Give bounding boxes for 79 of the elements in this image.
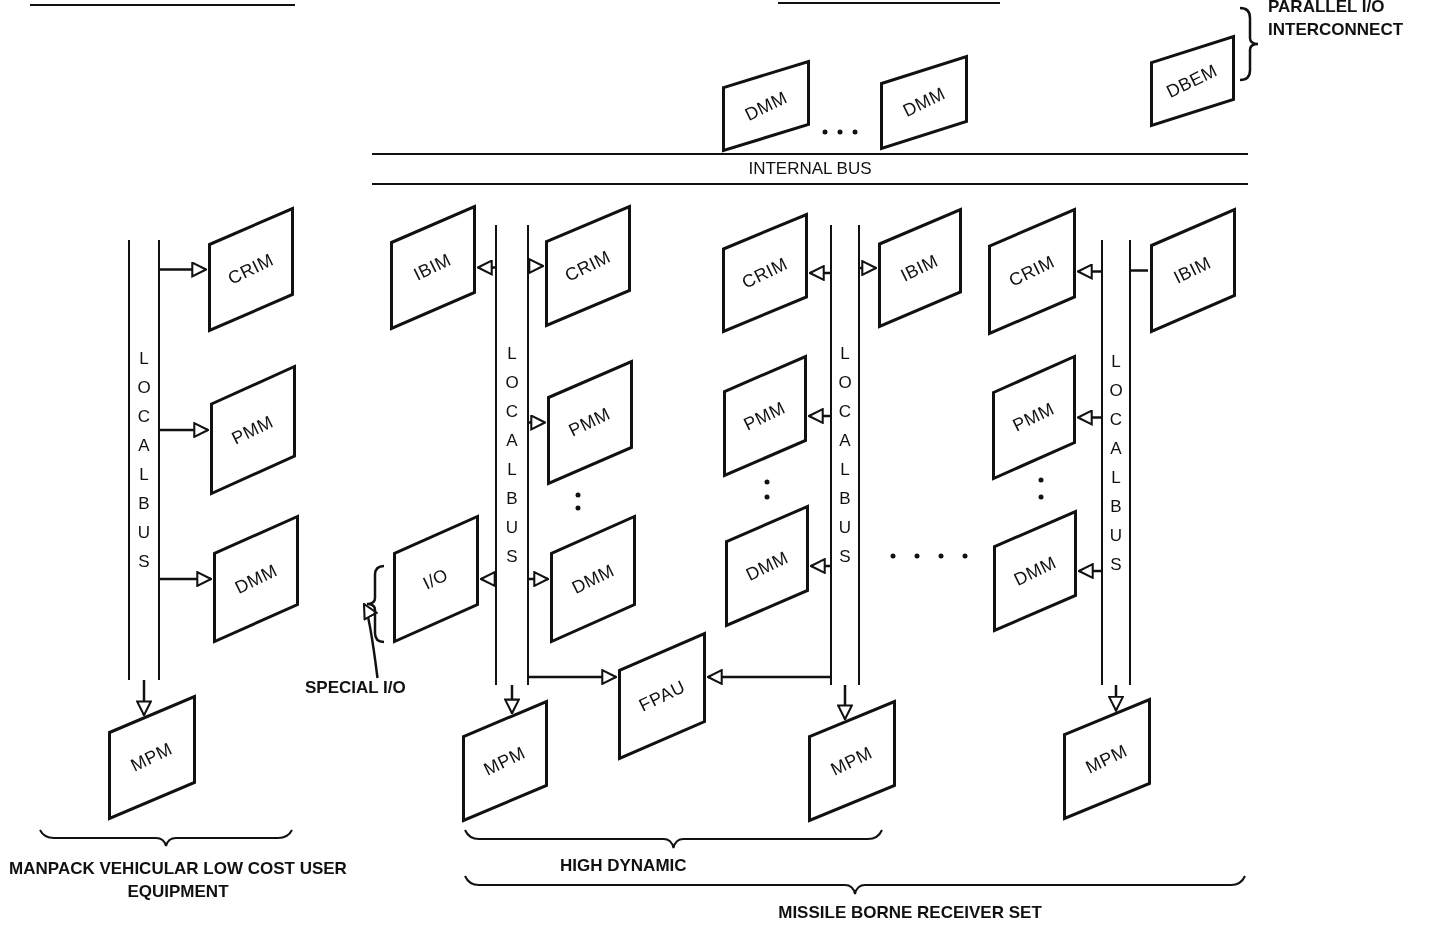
module-label: IBIM (1170, 252, 1216, 289)
module-box (1150, 35, 1235, 127)
module-box (1063, 698, 1151, 820)
module-label: CRIM (1005, 251, 1059, 292)
module-label: I/O (419, 563, 453, 595)
caption-text: HIGH DYNAMIC (560, 855, 688, 877)
bus-arrow (860, 260, 878, 276)
module-label: IBIM (897, 250, 943, 286)
bus-label: LOCAL BUS (837, 343, 853, 568)
module-label: DMM (741, 86, 791, 126)
bus-label: INTERNAL BUS (748, 159, 872, 179)
module-box (210, 365, 296, 495)
bus-arrow (528, 258, 545, 274)
brace (366, 565, 384, 643)
module-box (722, 213, 808, 333)
module-box (722, 60, 810, 152)
module-label: PMM (565, 403, 615, 442)
caption-text: MANPACK VEHICULAR LOW COST USER EQUIPMENT (8, 858, 348, 903)
bus-arrow (476, 259, 495, 276)
caption-text: PARALLEL I/O INTERCONNECT (1268, 0, 1405, 41)
module-box (618, 632, 706, 760)
bus-arrow (160, 261, 208, 278)
module-label: IBIM (410, 249, 456, 286)
bus-arrow (504, 685, 520, 715)
bus-arrow (529, 669, 618, 685)
module-label: CRIM (224, 249, 278, 290)
callout-label: SPECIAL I/O (305, 678, 406, 698)
bus-arrow (479, 571, 496, 587)
bus-label: LOCAL BUS (136, 348, 152, 573)
module-label: PMM (740, 397, 790, 435)
module-label: DMM (231, 559, 281, 599)
module-label: CRIM (738, 253, 792, 293)
module-label: MPM (480, 742, 530, 780)
bus-arrow (1076, 263, 1101, 280)
module-box (808, 700, 896, 822)
module-label: DMM (899, 83, 949, 122)
bus-arrow (807, 408, 830, 424)
module-box (208, 207, 294, 332)
module-label: MPM (1082, 740, 1132, 778)
bus-arrow (706, 669, 830, 685)
module-box (550, 515, 636, 643)
bus-arrow (809, 558, 830, 574)
bus-arrow (1076, 409, 1101, 426)
module-label: DMM (568, 559, 618, 599)
caption-text: MISSILE BORNE RECEIVER SET (777, 902, 1043, 924)
module-box (993, 510, 1077, 632)
module-box (390, 205, 476, 330)
module-label: DMM (1010, 551, 1060, 591)
module-box (992, 355, 1076, 480)
bus-arrow (160, 571, 213, 587)
module-box (462, 700, 548, 822)
bus-arrow (1108, 685, 1124, 712)
module-label: PMM (1009, 398, 1059, 437)
bus-arrow (160, 422, 210, 438)
bus-arrow (808, 265, 830, 281)
module-box (723, 355, 807, 477)
bus-arrow (136, 680, 152, 717)
module-box (880, 55, 968, 150)
bus-arrow (1077, 563, 1101, 579)
module-box (1150, 208, 1236, 333)
bus-arrow (837, 685, 853, 721)
leader-arrow (362, 602, 379, 679)
module-label: CRIM (561, 246, 615, 286)
bus-label: LOCAL BUS (1108, 350, 1124, 576)
module-label: DMM (742, 546, 792, 586)
module-box (725, 505, 809, 627)
module-box (547, 360, 633, 485)
module-label: MPM (827, 742, 877, 780)
bus-arrow (529, 414, 547, 431)
module-box (545, 205, 631, 327)
module-box (393, 515, 479, 643)
module-box (213, 515, 299, 643)
module-box (988, 208, 1076, 335)
bus-label: LOCAL BUS (504, 343, 520, 568)
bus-arrow (529, 571, 550, 587)
module-label: PMM (228, 411, 278, 449)
module-label: MPM (127, 738, 177, 777)
module-box (878, 208, 962, 328)
module-box (108, 695, 196, 820)
